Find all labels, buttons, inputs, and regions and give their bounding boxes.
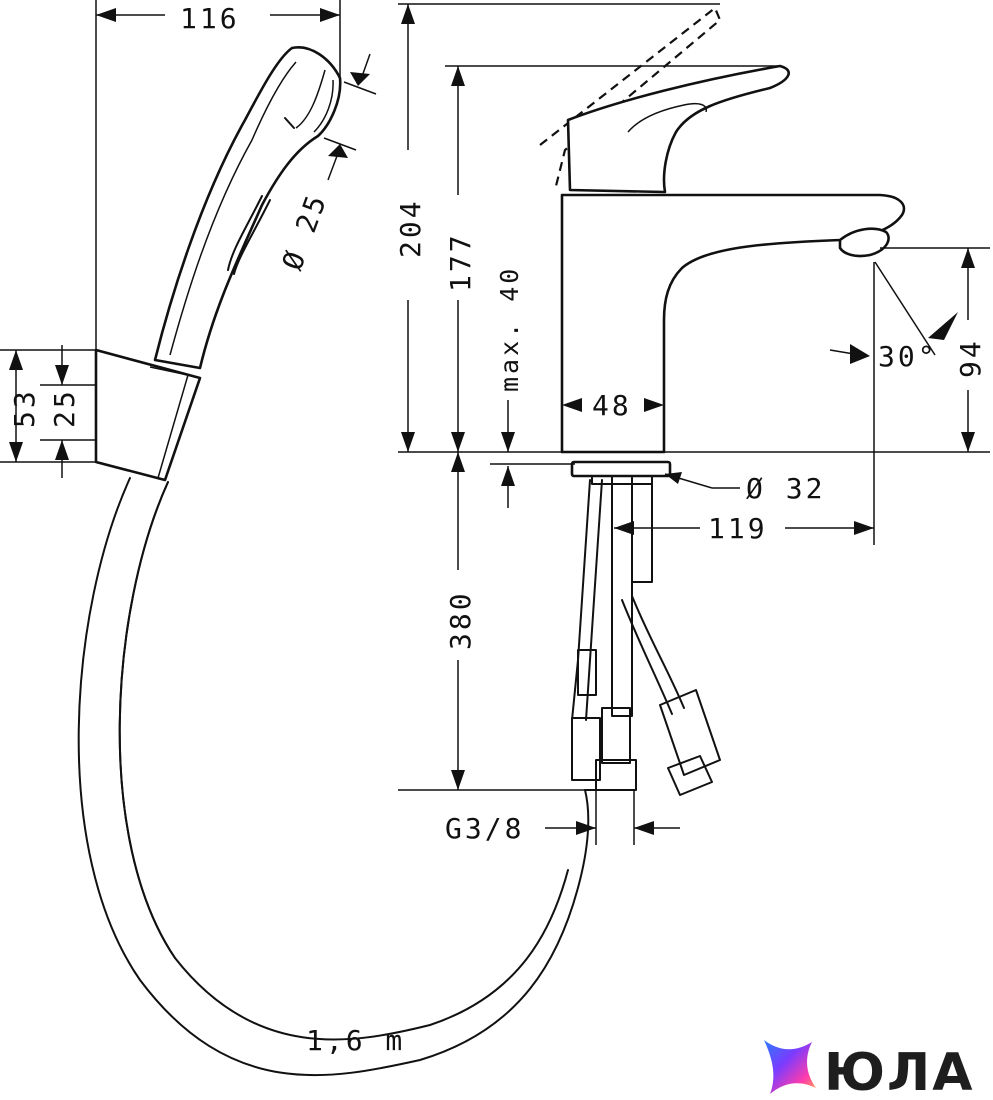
dim-base-diameter: Ø 32 bbox=[746, 472, 825, 505]
brand-logo: ЮЛА bbox=[764, 1040, 974, 1100]
dim-max-thickness: max. 40 bbox=[495, 266, 524, 392]
dim-spout-angle: 30° bbox=[878, 340, 938, 373]
dim-body-width: 48 bbox=[592, 389, 632, 422]
dim-aerator-height: 94 bbox=[954, 338, 987, 378]
dim-thread: G3/8 bbox=[445, 812, 524, 845]
dim-spout-reach: 119 bbox=[708, 512, 768, 545]
dim-holder-height-inner: 25 bbox=[48, 388, 81, 428]
brand-wordmark: ЮЛА bbox=[824, 1043, 974, 1100]
dim-shower-hose-length: 1,6 m bbox=[306, 1024, 405, 1057]
hand-shower bbox=[153, 46, 342, 370]
dimension-lines bbox=[0, 0, 990, 845]
dim-hose-length-under: 380 bbox=[444, 590, 477, 650]
shower-holder bbox=[94, 348, 202, 482]
brand-star-icon bbox=[764, 1040, 816, 1094]
dimension-labels: 116 Ø 25 53 25 204 177 max. 40 48 30° 94… bbox=[8, 2, 987, 1057]
dim-spout-height: 177 bbox=[444, 232, 477, 292]
dim-total-height: 204 bbox=[394, 198, 427, 258]
faucet bbox=[539, 6, 906, 796]
dim-holder-height-total: 53 bbox=[8, 388, 41, 428]
dim-holder-width: 116 bbox=[180, 2, 240, 35]
dim-spray-diameter: Ø 25 bbox=[276, 188, 334, 274]
shower-hose bbox=[77, 477, 616, 1077]
